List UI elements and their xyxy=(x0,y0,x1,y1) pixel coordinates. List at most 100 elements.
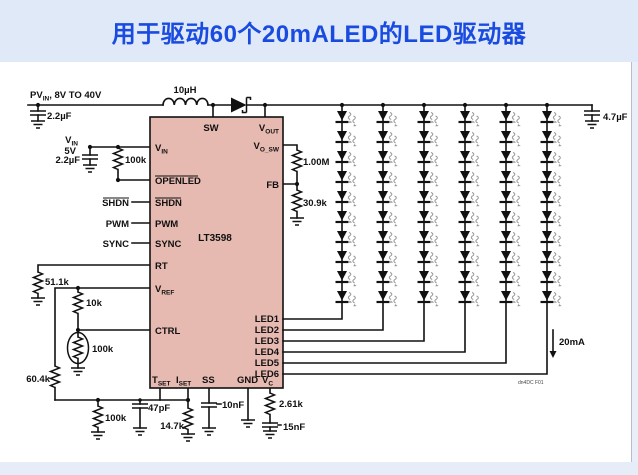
pin-openled: OPENLED xyxy=(155,176,201,187)
junction-dot xyxy=(462,102,468,108)
led-icon xyxy=(498,209,522,228)
capacitor-icon xyxy=(261,422,279,428)
led-icon xyxy=(539,109,563,128)
pin-led2: LED2 xyxy=(255,325,279,336)
led-icon xyxy=(416,269,440,288)
rvc-value: 2.61k xyxy=(279,399,303,410)
led-icon xyxy=(498,129,522,148)
pin-rt: RT xyxy=(155,261,168,272)
ground-icon xyxy=(180,433,196,442)
led-icon xyxy=(539,269,563,288)
vin-cap-value: 2.2µF xyxy=(56,155,81,166)
capacitor-icon xyxy=(131,403,149,409)
led-icon xyxy=(457,189,481,208)
led-icon xyxy=(416,109,440,128)
capacitor-icon xyxy=(29,110,47,116)
led-icon xyxy=(498,109,522,128)
pvin-label: PVIN, 8V TO 40V xyxy=(30,90,102,103)
r604-value: 60.4k xyxy=(26,374,50,385)
led-icon xyxy=(416,189,440,208)
led-icon xyxy=(457,249,481,268)
pin-ss: SS xyxy=(202,375,215,386)
pwm-ext-label: PWM xyxy=(106,219,129,230)
pin-tset: TSET xyxy=(152,375,170,388)
led-icon xyxy=(498,149,522,168)
schottky-diode-icon xyxy=(231,96,252,114)
led-icon xyxy=(334,249,358,268)
r100k-value: 100k xyxy=(105,413,127,424)
cin-value: 2.2µF xyxy=(47,111,72,122)
led-icon xyxy=(498,169,522,188)
led-icon xyxy=(334,229,358,248)
junction-dots xyxy=(35,102,300,403)
shdn-ext-label: SHDN xyxy=(102,198,129,209)
resistor-icon xyxy=(72,291,84,315)
led-icon xyxy=(457,209,481,228)
ground-icon xyxy=(70,367,86,376)
led-icon xyxy=(457,109,481,128)
pin-led5: LED5 xyxy=(255,358,280,369)
junction-dot xyxy=(544,102,550,108)
led-icon xyxy=(457,169,481,188)
ic-body xyxy=(149,116,284,389)
title-banner: 用于驱动60个20mALED的LED驱动器 xyxy=(0,0,638,62)
capacitor-icon xyxy=(81,154,99,160)
resistor-icon xyxy=(291,149,303,173)
pin-led4: LED4 xyxy=(255,347,280,358)
inductor-icon xyxy=(162,97,209,106)
led-icon xyxy=(539,149,563,168)
led-icon xyxy=(416,209,440,228)
led-icon xyxy=(416,229,440,248)
resistor-icon xyxy=(291,189,303,213)
led-icon xyxy=(375,129,399,148)
ground-icon xyxy=(82,164,98,173)
junction-dot xyxy=(380,102,386,108)
resistor-icon xyxy=(32,271,44,295)
led-icon xyxy=(334,109,358,128)
inductor-value: 10µH xyxy=(174,85,197,96)
external-labels: PVIN, 8V TO 40V 2.2µF 10µH VIN 5V 2.2µF … xyxy=(26,85,627,433)
ground-icon xyxy=(240,419,256,428)
ground-icon xyxy=(289,217,305,226)
led-column-wire xyxy=(282,104,507,364)
pullup-value: 100k xyxy=(125,155,147,166)
pin-vosw: VO_SW xyxy=(254,141,280,154)
led-icon xyxy=(375,269,399,288)
r10k-value: 10k xyxy=(86,298,103,309)
junction-dot xyxy=(421,102,427,108)
cvc-value: 15nF xyxy=(283,422,305,433)
led-icon xyxy=(375,229,399,248)
css-value: 10nF xyxy=(222,400,244,411)
pin-led6: LED6 xyxy=(255,369,279,380)
led-icon xyxy=(334,209,358,228)
fb-rbot-value: 30.9k xyxy=(303,198,327,209)
led-array xyxy=(282,102,563,375)
bottom-strip xyxy=(0,462,638,475)
led-icon xyxy=(457,149,481,168)
figure-note: dn4DC F01 xyxy=(518,380,544,386)
pin-pwm: PWM xyxy=(155,219,178,230)
resistor-icon xyxy=(112,147,124,171)
ground-icon xyxy=(132,427,148,436)
resistor-icon xyxy=(49,365,61,389)
vin-volts: 5V xyxy=(64,146,76,157)
led-icon xyxy=(498,289,522,308)
led-column-wire xyxy=(282,104,425,342)
led-icon xyxy=(457,229,481,248)
ntc-value: 100k xyxy=(92,344,114,355)
pin-fb: FB xyxy=(266,180,279,191)
ground-icon xyxy=(30,297,46,306)
led-icon xyxy=(375,109,399,128)
led-icon xyxy=(539,209,563,228)
current-arrow-icon xyxy=(549,351,557,358)
fb-rtop-value: 1.00M xyxy=(303,157,329,168)
sync-ext-label: SYNC xyxy=(103,239,130,250)
pin-sync: SYNC xyxy=(155,239,182,250)
led-icon xyxy=(539,169,563,188)
c47p-value: 47pF xyxy=(148,403,170,414)
led-icon xyxy=(498,269,522,288)
led-icon xyxy=(375,149,399,168)
pin-ctrl: CTRL xyxy=(155,326,181,337)
